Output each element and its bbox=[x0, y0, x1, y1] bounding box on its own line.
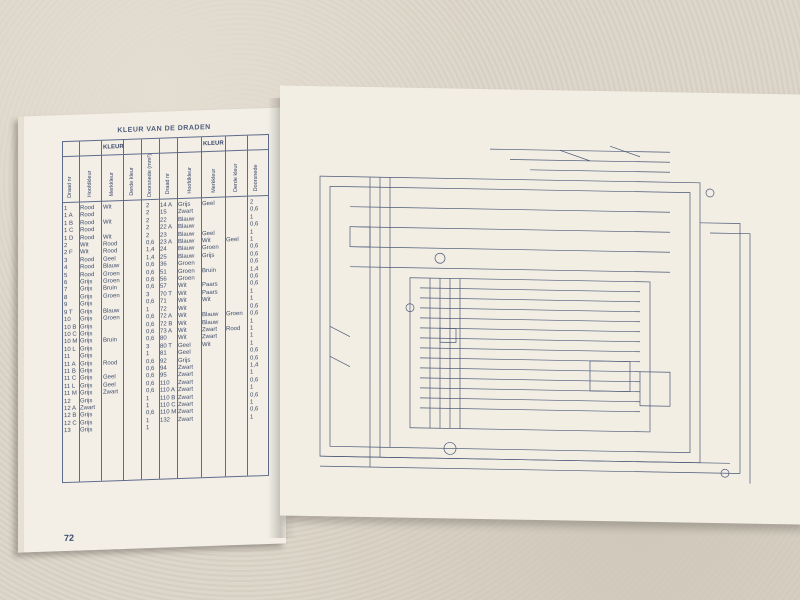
wiring-diagram bbox=[319, 145, 751, 484]
left-page: KLEUR VAN DE DRADEN KLEUR KLEUR Draad nr… bbox=[18, 107, 286, 553]
kleur-header-right: KLEUR bbox=[203, 140, 224, 148]
table-divider bbox=[141, 139, 142, 480]
column-doorsnede-2: 2 0,6 1 0,6 1 1 0,6 0,6 0,6 1,4 0,6 0,6 … bbox=[250, 199, 259, 421]
column-merkkleur-2: Geel Geel Wit Groen Grijs Bruin Paars Pa… bbox=[202, 200, 219, 348]
header-draad-2: Draad nr bbox=[165, 172, 171, 195]
table-divider bbox=[247, 135, 248, 476]
column-merkkleur: Wit Wit Wit Rood Rood Geel Blauw Groen G… bbox=[103, 204, 120, 396]
column-doorsnede: 2 2 2 2 2 0,6 1,4 1,4 0,6 0,6 0,6 0,6 3 … bbox=[146, 203, 155, 432]
table-title: KLEUR VAN DE DRADEN bbox=[117, 123, 211, 135]
wire-color-table: KLEUR KLEUR Draad nr Hoofdkleur Merkkleu… bbox=[62, 133, 269, 484]
header-draad: Draad nr bbox=[67, 176, 73, 198]
column-derde-kleur-2: Geel Groen Rood bbox=[226, 237, 243, 333]
column-draad: 1 1 A 1 B 1 C 1 D 2 2 F 3 4 5 6 7 8 9 9 … bbox=[64, 205, 78, 435]
header-doorsnede-2: Doorsnede bbox=[253, 164, 259, 192]
table-divider bbox=[63, 148, 268, 158]
header-merkkleur-2: Merkkleur bbox=[211, 168, 217, 193]
right-page bbox=[280, 85, 800, 525]
column-hoofdkleur-2: Grijs Zwart Blauw Blauw Blauw Blauw Blau… bbox=[178, 201, 195, 423]
header-doorsnede: Doorsnede (mm²) bbox=[147, 153, 153, 198]
table-divider bbox=[123, 139, 124, 481]
column-hoofdkleur: Rood Rood Rood Rood Rood Wit Wit Rood Ro… bbox=[80, 205, 95, 434]
header-hoofdkleur: Hoofdkleur bbox=[87, 170, 93, 198]
page-number: 72 bbox=[64, 532, 75, 544]
header-hoofdkleur-2: Hoofdkleur bbox=[187, 166, 193, 194]
table-divider bbox=[101, 140, 102, 481]
header-derde-kleur-2: Derde kleur bbox=[233, 163, 239, 193]
column-draad-2: 14 A 15 22 22 A 23 23 A 24 25 36 51 56 5… bbox=[160, 202, 177, 424]
kleur-header-left: KLEUR bbox=[103, 143, 124, 151]
header-merkkleur: Merkkleur bbox=[109, 172, 115, 197]
header-derde-kleur: Derde kleur bbox=[129, 167, 135, 196]
